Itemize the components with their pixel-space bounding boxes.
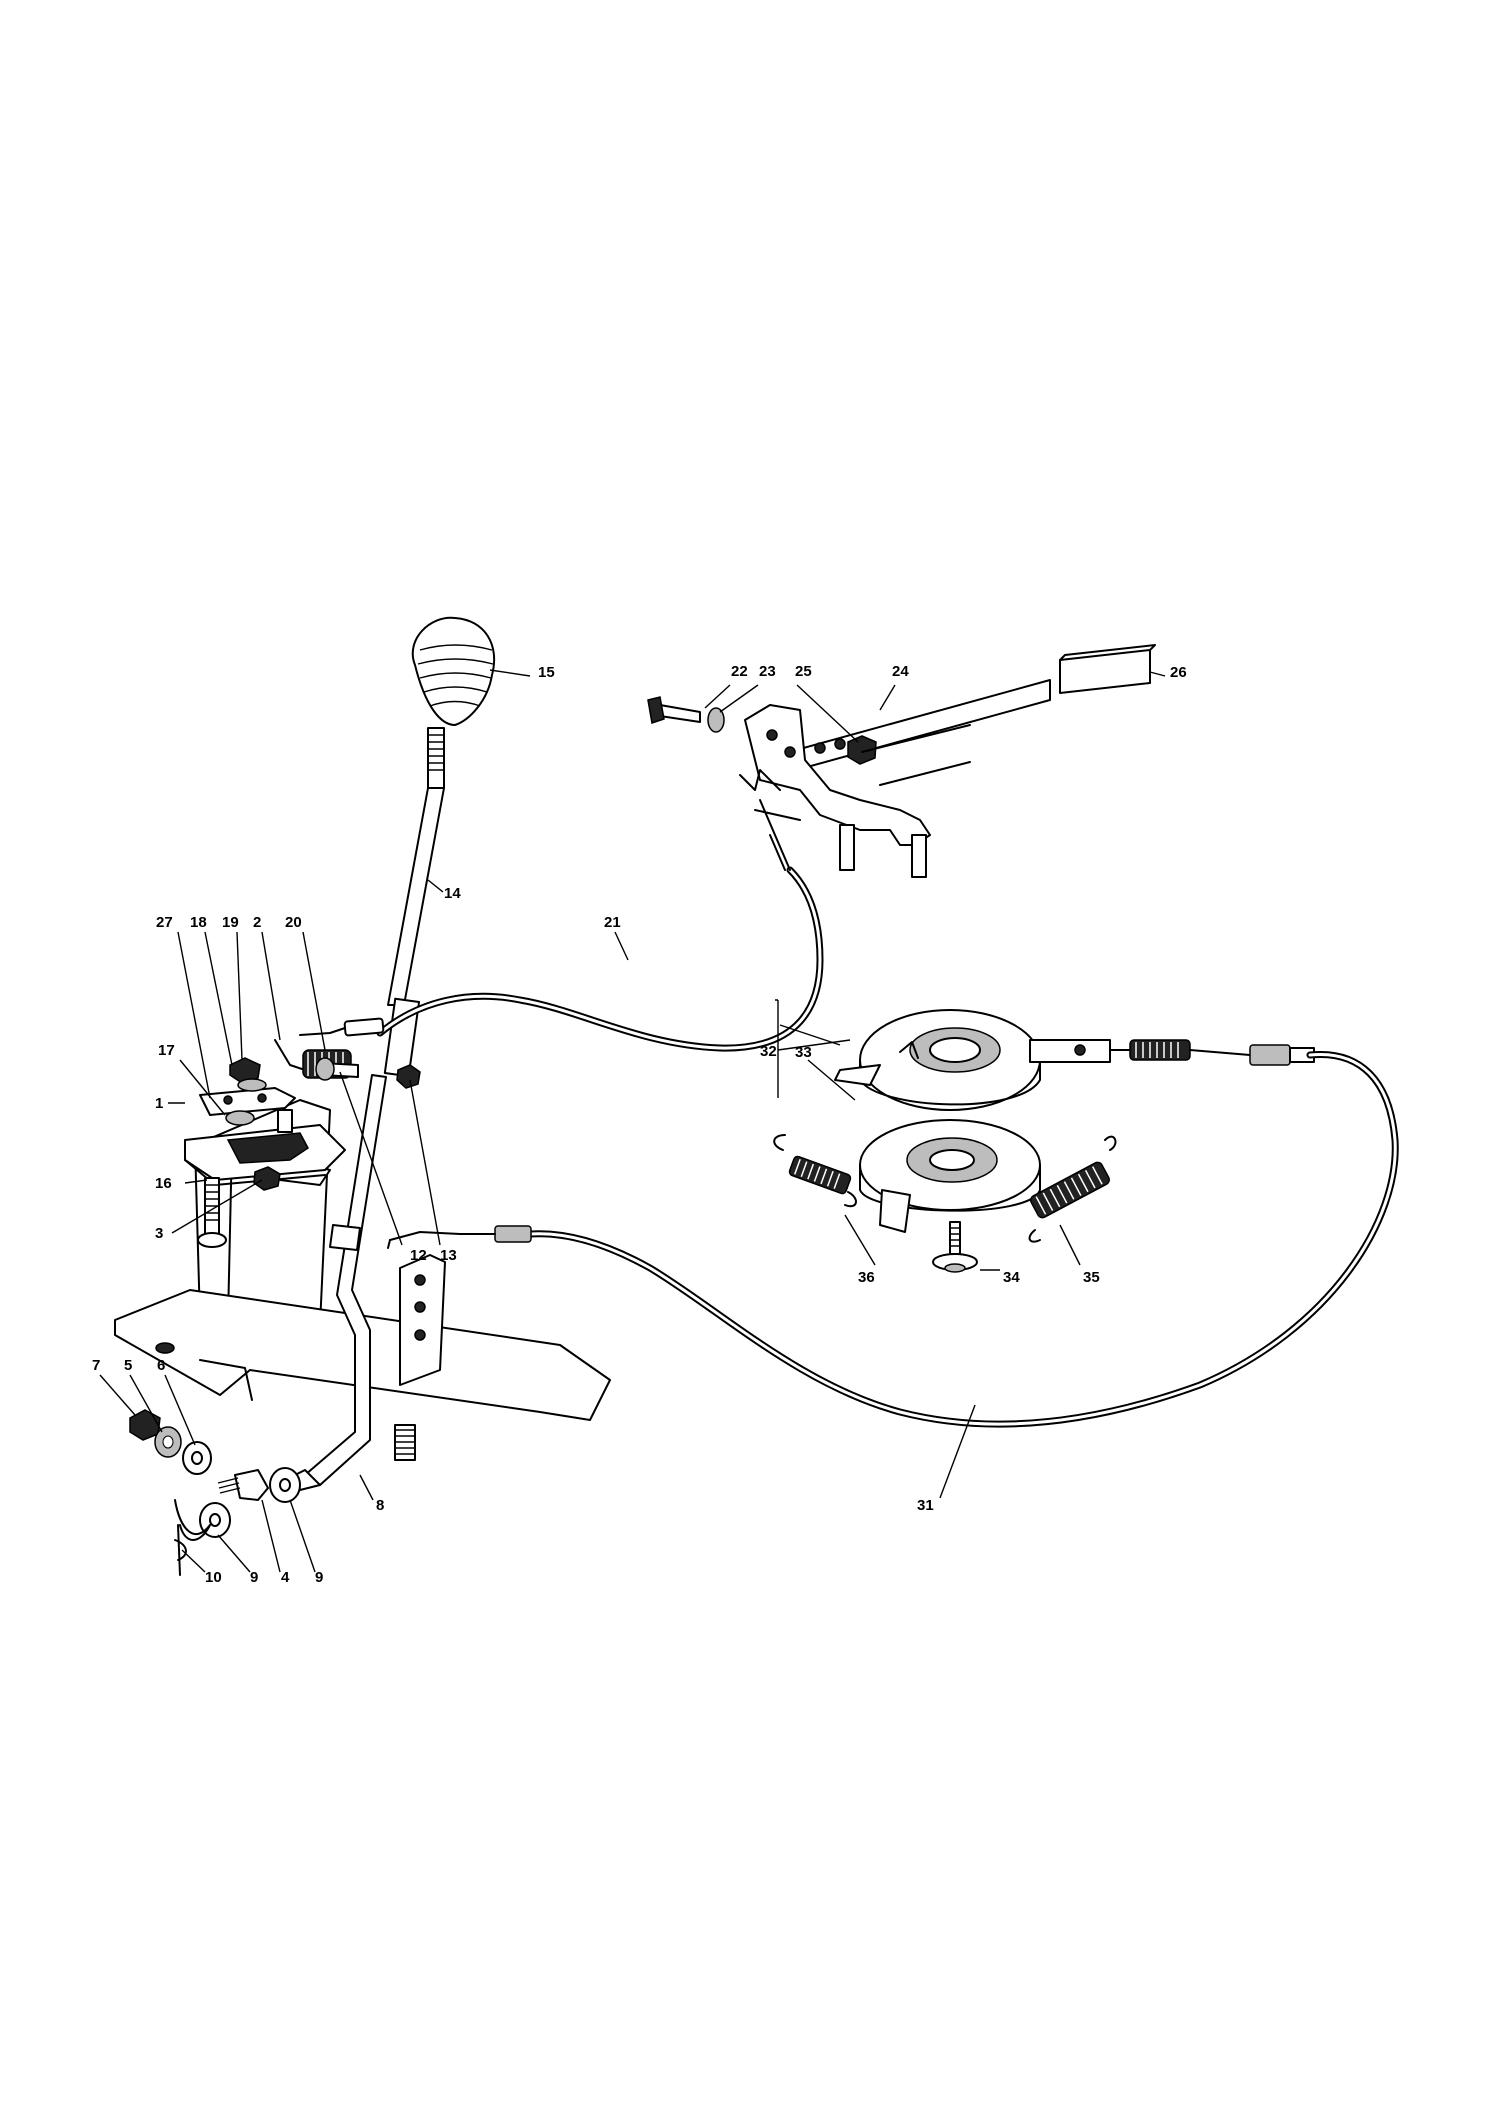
label-32: 32 (760, 1043, 777, 1060)
part-labels: 15 14 22 23 25 24 26 27 18 19 2 20 21 17… (92, 663, 1187, 1586)
lever-assembly (294, 616, 496, 1491)
label-22: 22 (731, 663, 748, 680)
small-parts-upper (197, 1039, 421, 1248)
spring-35 (1030, 1161, 1110, 1219)
spring-36 (788, 1155, 852, 1195)
label-27: 27 (156, 914, 173, 931)
label-16: 16 (155, 1175, 172, 1192)
label-20: 20 (285, 914, 302, 931)
label-10: 10 (205, 1569, 222, 1586)
label-34: 34 (1003, 1269, 1020, 1286)
label-14: 14 (444, 885, 461, 902)
leader-lines (99, 669, 1166, 1573)
label-35: 35 (1083, 1269, 1100, 1286)
label-6: 6 (157, 1357, 165, 1374)
label-17: 17 (158, 1042, 175, 1059)
label-9-right: 9 (315, 1569, 323, 1586)
clutch-spring-top (1109, 1039, 1251, 1061)
label-36: 36 (858, 1269, 875, 1286)
springs-and-bolt (773, 1134, 1117, 1273)
label-26: 26 (1170, 664, 1187, 681)
label-15: 15 (538, 664, 555, 681)
small-parts-lower (129, 1409, 301, 1576)
label-21: 21 (604, 914, 621, 931)
label-33: 33 (795, 1044, 812, 1061)
label-31: 31 (917, 1497, 934, 1514)
label-7: 7 (92, 1357, 100, 1374)
label-19: 19 (222, 914, 239, 931)
label-23: 23 (759, 663, 776, 680)
label-12: 12 (410, 1247, 427, 1264)
cable-21 (299, 799, 824, 1052)
label-9-left: 9 (250, 1569, 258, 1586)
cable-31 (387, 1050, 1399, 1428)
pedal-bracket (647, 644, 1156, 878)
label-25: 25 (795, 663, 812, 680)
label-1: 1 (155, 1095, 163, 1112)
lever-knob (411, 616, 496, 726)
label-3: 3 (155, 1225, 163, 1242)
label-5: 5 (124, 1357, 132, 1374)
label-18: 18 (190, 914, 207, 931)
label-13: 13 (440, 1247, 457, 1264)
clutch-assembly (834, 1009, 1315, 1233)
selector-plate (184, 1124, 346, 1186)
label-8: 8 (376, 1497, 384, 1514)
label-2: 2 (253, 914, 261, 931)
label-24: 24 (892, 663, 909, 680)
label-4: 4 (281, 1569, 290, 1586)
